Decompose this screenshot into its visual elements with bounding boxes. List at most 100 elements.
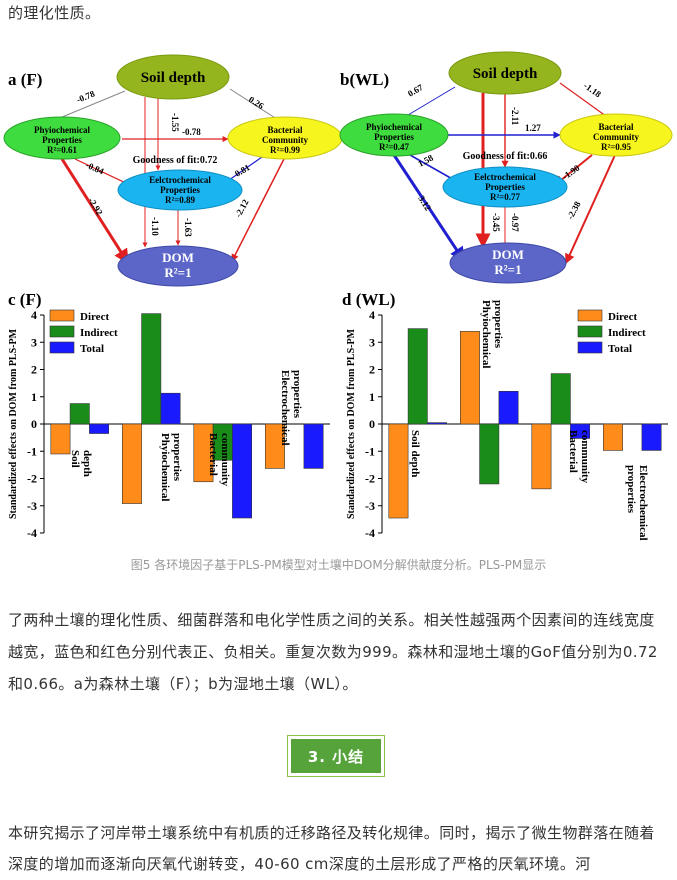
y-tick-label: -1 bbox=[365, 444, 375, 458]
node-elec-b-l2: Properties bbox=[485, 182, 525, 192]
coef-b-bact-dom: -2.38 bbox=[565, 199, 583, 221]
body-paragraph-2: 本研究揭示了河岸带土壤系统中有机质的迁移路径及转化规律。同时，揭示了微生物群落在… bbox=[8, 824, 655, 873]
category-label: Soil bbox=[69, 450, 81, 468]
bar-total bbox=[89, 423, 110, 434]
node-dom-a-l1: DOM bbox=[162, 250, 194, 265]
coef-b-soil-phys: 0.67 bbox=[406, 82, 425, 99]
coef-a-phys-bact: -0.78 bbox=[182, 127, 201, 137]
y-tick-label: 0 bbox=[31, 417, 37, 431]
bar-total bbox=[232, 423, 253, 519]
node-elec-b-l1: Eelctrochemical bbox=[474, 172, 536, 182]
y-axis-label: Standardized effects on DOM from PLS-PM bbox=[346, 328, 357, 519]
legend-label: Indirect bbox=[608, 327, 646, 339]
node-elec-a-l3: R²=0.89 bbox=[165, 195, 196, 205]
figure-caption: 图5 各环境因子基于PLS-PM模型对土壤中DOM分解供献度分析。PLS-PM显… bbox=[130, 558, 547, 572]
category-label: Bacterial bbox=[567, 430, 579, 473]
legend-label: Total bbox=[80, 343, 104, 355]
node-soil-depth-b-label: Soil depth bbox=[473, 66, 538, 82]
chart-title: d (WL) bbox=[342, 290, 395, 309]
bar-total bbox=[303, 423, 324, 469]
bar-direct bbox=[388, 423, 409, 519]
legend-swatch bbox=[49, 325, 75, 338]
category-label: properties bbox=[291, 370, 303, 419]
arrow-b-soil-bact bbox=[559, 82, 611, 120]
category-label: community bbox=[579, 430, 591, 484]
y-tick-label: 2 bbox=[31, 363, 37, 377]
panel-a-label: a (F) bbox=[8, 70, 42, 89]
bar-indirect bbox=[479, 423, 500, 485]
section-heading-box: 3. 小结 bbox=[287, 735, 385, 777]
legend-label: Direct bbox=[608, 311, 637, 323]
arrow-b-bact-dom bbox=[565, 154, 616, 264]
coef-a-phys-dom: -2.92 bbox=[86, 196, 105, 218]
arrow-bact-dom bbox=[231, 156, 286, 262]
category-label: properties bbox=[492, 300, 504, 349]
y-tick-label: 0 bbox=[369, 417, 375, 431]
category-label: properties bbox=[171, 433, 183, 482]
node-phys-a-l1: Phyiochemical bbox=[34, 125, 90, 135]
y-tick-label: -4 bbox=[27, 526, 37, 540]
bar-indirect bbox=[69, 403, 90, 425]
gof-b: Goodness of fit:0.66 bbox=[463, 151, 548, 162]
node-bact-a-l1: Bacterial bbox=[268, 125, 303, 135]
panel-b-path-diagram: b(WL) Soil depth Phyiochemical Propertie… bbox=[339, 51, 673, 284]
coef-a-bact-elec: 0.81 bbox=[233, 162, 252, 179]
legend-swatch bbox=[577, 309, 603, 322]
node-bact-b-l1: Bacterial bbox=[599, 122, 634, 132]
coef-a-bact-dom: -2.12 bbox=[233, 197, 251, 219]
arrow-phys-elec bbox=[74, 158, 131, 186]
bar-indirect bbox=[141, 313, 162, 425]
bar-indirect bbox=[407, 328, 428, 425]
node-dom-b-l1: DOM bbox=[492, 247, 524, 262]
coef-b-soil-elec: -2.11 bbox=[510, 107, 520, 126]
coef-b-phys-elec: 1.58 bbox=[416, 152, 435, 168]
category-label: Phyiochemical bbox=[159, 433, 171, 501]
coef-a-soil-dom: -1.63 bbox=[183, 218, 193, 237]
bar-direct bbox=[531, 423, 552, 490]
category-label: Electrochemical bbox=[279, 370, 291, 446]
category-label: depth bbox=[81, 450, 93, 477]
category-label: properties bbox=[625, 465, 637, 514]
y-tick-label: 2 bbox=[369, 363, 375, 377]
category-label: community bbox=[219, 433, 231, 487]
bar-direct bbox=[602, 423, 623, 451]
category-label: Phyiochemical bbox=[480, 300, 492, 368]
bar-direct bbox=[459, 331, 480, 425]
bar-total bbox=[160, 392, 181, 425]
panel-a-path-diagram: a (F) Soil depth Phyiochemical Propertie… bbox=[3, 54, 343, 287]
coef-b-phys-bact: 1.27 bbox=[525, 123, 541, 133]
node-bact-b-l2: Community bbox=[593, 132, 640, 142]
coef-b-soil-dom: -3.45 bbox=[491, 213, 501, 232]
coef-a-soil-elec: -1.55 bbox=[170, 113, 180, 132]
y-tick-label: -4 bbox=[365, 526, 375, 540]
panel-b-label: b(WL) bbox=[340, 70, 389, 89]
category-label: Bacterial bbox=[207, 433, 219, 476]
y-axis-label: Standardized effects on DOM from PLS-PM bbox=[8, 328, 19, 519]
intro-text: 的理化性质。 bbox=[8, 4, 101, 22]
bar-total bbox=[570, 423, 591, 439]
bar-total bbox=[427, 422, 448, 425]
legend-label: Total bbox=[608, 343, 632, 355]
y-tick-label: 1 bbox=[31, 390, 37, 404]
arrow-soil-bact bbox=[229, 88, 281, 122]
gof-a: Goodness of fit:0.72 bbox=[133, 155, 218, 166]
node-soil-depth-b bbox=[448, 51, 562, 95]
node-elec-a-l1: Eelctrochemical bbox=[149, 175, 211, 185]
section-heading: 3. 小结 bbox=[291, 739, 381, 773]
node-elec-b-l3: R²=0.77 bbox=[490, 192, 521, 202]
bar-total bbox=[498, 390, 519, 425]
y-tick-label: 4 bbox=[31, 308, 37, 322]
arrow-b-phys-dom bbox=[392, 154, 466, 263]
coef-a-phys-elec: -0.84 bbox=[84, 160, 106, 177]
y-tick-label: -3 bbox=[365, 499, 375, 513]
y-tick-label: 3 bbox=[369, 335, 375, 349]
figure-5: a (F) Soil depth Phyiochemical Propertie… bbox=[3, 51, 673, 541]
legend-swatch bbox=[49, 341, 75, 354]
y-tick-label: -2 bbox=[27, 472, 37, 486]
node-phys-b bbox=[339, 113, 449, 157]
y-tick-label: -2 bbox=[365, 472, 375, 486]
legend-label: Indirect bbox=[80, 327, 118, 339]
y-tick-label: 3 bbox=[31, 335, 37, 349]
